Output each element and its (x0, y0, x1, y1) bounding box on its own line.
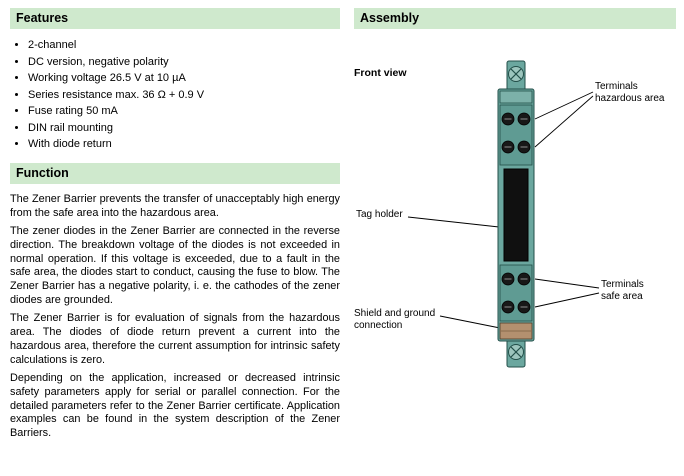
feature-item: Working voltage 26.5 V at 10 µA (28, 72, 340, 85)
right-column: Assembly Front view (354, 8, 676, 474)
bottom-screw-icon (508, 344, 524, 360)
feature-item: Series resistance max. 36 Ω + 0.9 V (28, 89, 340, 102)
terminals-hazardous-label: Terminals hazardous area (595, 81, 665, 104)
zener-barrier-front-view-diagram (407, 60, 600, 368)
function-paragraph: Depending on the application, increased … (10, 372, 340, 440)
feature-item: Fuse rating 50 mA (28, 105, 340, 118)
feature-item: DIN rail mounting (28, 122, 340, 135)
housing-cap (499, 90, 533, 104)
device-body (497, 60, 535, 368)
function-paragraph: The Zener Barrier is for evaluation of s… (10, 312, 340, 366)
terminals-hazardous-area (501, 112, 531, 154)
leader-lines (407, 91, 600, 329)
features-section-header: Features (10, 8, 340, 29)
features-list: 2-channel DC version, negative polarity … (12, 39, 340, 151)
features-title: Features (16, 11, 69, 25)
terminals-safe-area (501, 272, 531, 314)
shield-ground-label: Shield and ground connection (354, 308, 436, 331)
function-text: The Zener Barrier prevents the transfer … (10, 193, 340, 441)
left-column: Features 2-channel DC version, negative … (10, 8, 340, 474)
terminals-safe-label: Terminals safe area (601, 279, 644, 302)
assembly-section-header: Assembly (354, 8, 676, 29)
function-paragraph: The Zener Barrier prevents the transfer … (10, 193, 340, 219)
tag-holder (503, 168, 529, 262)
feature-item: DC version, negative polarity (28, 56, 340, 69)
function-paragraph: The zener diodes in the Zener Barrier ar… (10, 225, 340, 307)
top-screw-icon (508, 66, 524, 82)
safe-terminal-block (499, 264, 533, 322)
assembly-title: Assembly (360, 11, 420, 25)
tag-holder-label: Tag holder (356, 209, 403, 220)
function-title: Function (16, 166, 69, 180)
feature-item: 2-channel (28, 39, 340, 52)
feature-item: With diode return (28, 138, 340, 151)
assembly-drawing: Front view (354, 31, 676, 375)
function-section-header: Function (10, 163, 340, 184)
front-view-label: Front view (354, 67, 407, 79)
